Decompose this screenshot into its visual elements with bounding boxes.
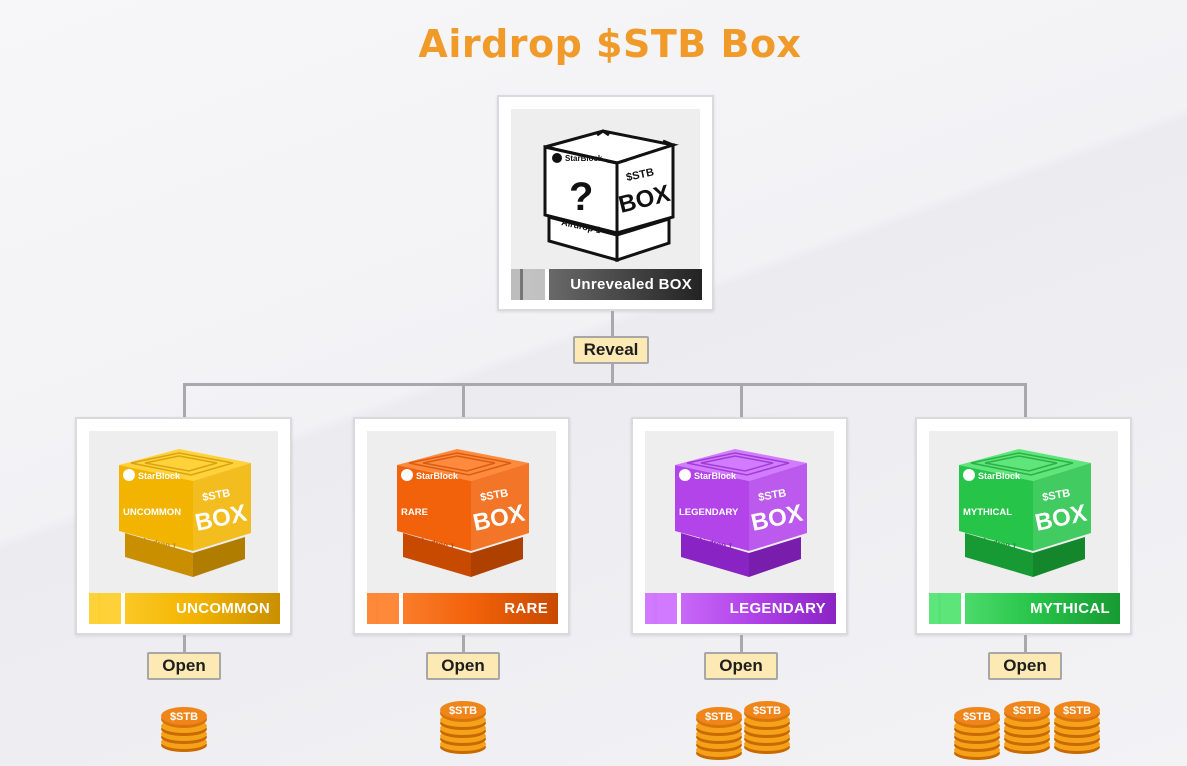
connector-drop-1 (183, 383, 186, 419)
legendary-label-bar: LEGENDARY (645, 593, 836, 624)
open-button-uncommon[interactable]: Open (147, 652, 221, 680)
box-token-text: $STB (757, 487, 787, 504)
open-button-rare[interactable]: Open (426, 652, 500, 680)
box-brand-text: StarBlock (138, 471, 181, 481)
box-tier-text: MYTHICAL (963, 507, 1012, 518)
coin-label: $STB (963, 711, 991, 723)
coin-stack-icon: $STB (1004, 701, 1050, 754)
connector-open-legendary (740, 635, 743, 654)
open-button-mythical[interactable]: Open (988, 652, 1062, 680)
coin-stack-icon: $STB (696, 707, 742, 760)
connector-mid (611, 363, 614, 385)
connector-horizontal (183, 383, 1027, 386)
box-token-text: $STB (625, 166, 655, 184)
box-token-text: $STB (1041, 487, 1071, 504)
connector-drop-2 (462, 383, 465, 419)
box-tier-text: RARE (401, 507, 428, 518)
coin-stack-icon: $STB (744, 701, 790, 754)
box-tier-text: UNCOMMON (123, 507, 181, 518)
mythical-label: MYTHICAL (1030, 600, 1110, 617)
box-token-text: $STB (201, 487, 231, 504)
coin-label: $STB (705, 711, 733, 723)
coin-stack-icon: $STB (161, 707, 207, 752)
rare-label-bar: RARE (367, 593, 558, 624)
connector-drop-4 (1024, 383, 1027, 419)
connector-open-rare (462, 635, 465, 654)
unrevealed-label-bar: Unrevealed BOX (511, 269, 702, 300)
box-tier-text: LEGENDARY (679, 507, 739, 518)
coin-stack-icon: $STB (440, 701, 486, 754)
mythical-label-bar: MYTHICAL (929, 593, 1120, 624)
coin-label: $STB (449, 705, 477, 717)
coin-stack-icon: $STB (1054, 701, 1100, 754)
box-brand-text: StarBlock (416, 471, 459, 481)
legendary-label: LEGENDARY (729, 600, 826, 617)
box-token-text: $STB (479, 487, 509, 504)
uncommon-label: UNCOMMON (175, 600, 270, 617)
connector-open-uncommon (183, 635, 186, 654)
reveal-button[interactable]: Reveal (573, 336, 649, 364)
connector-open-mythical (1024, 635, 1027, 654)
open-button-legendary[interactable]: Open (704, 652, 778, 680)
unrevealed-box-card[interactable]: StarBlock ? Airdrop 1 $STB BOX Unreveale… (497, 95, 714, 311)
connector-drop-3 (740, 383, 743, 419)
coin-label: $STB (1063, 705, 1091, 717)
box-brand-text: StarBlock (978, 471, 1021, 481)
page-title: Airdrop $STB Box (418, 22, 802, 66)
coin-label: $STB (753, 705, 781, 717)
coin-label: $STB (1013, 705, 1041, 717)
rare-label: RARE (504, 600, 548, 617)
coin-label: $STB (170, 711, 198, 723)
unrevealed-box-illustration: StarBlock ? Airdrop 1 $STB BOX (543, 129, 679, 263)
unrevealed-label: Unrevealed BOX (570, 276, 692, 293)
connector-top (611, 311, 614, 337)
uncommon-label-bar: UNCOMMON (89, 593, 280, 624)
coin-stack-icon: $STB (954, 707, 1000, 760)
box-brand-text: StarBlock (694, 471, 737, 481)
question-mark-icon: ? (569, 175, 593, 219)
box-brand-text: StarBlock (565, 154, 603, 163)
